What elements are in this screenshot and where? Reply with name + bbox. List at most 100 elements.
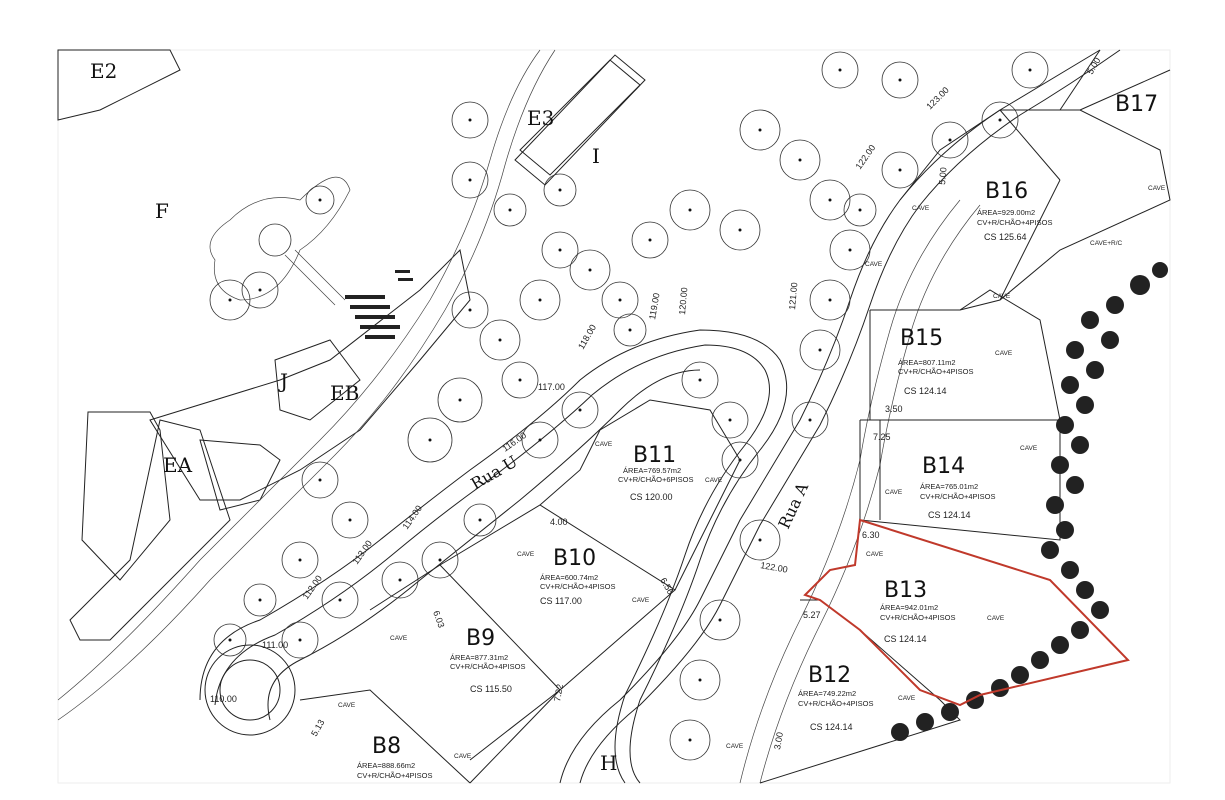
cave-label: CAVE [885,489,903,496]
cave-label: CAVE [517,551,535,558]
lot-b8: B8 ÁREA=888.66m2 CV+R/CHÃO+4PISOS [357,734,432,780]
lot-b11-cs: CS 120.00 [630,492,673,502]
lot-b15-id: B15 [900,326,943,351]
lot-b9-cs: CS 115.50 [470,684,512,694]
lot-b16-cs: CS 125.64 [984,232,1027,242]
dim-630: 6.30 [862,530,880,540]
cave-label: CAVE [338,702,356,709]
lot-b9-id: B9 [466,626,495,651]
lot-b11: B11 ÁREA=769.57m2 CV+R/CHÃO+6PISOS CS 12… [618,443,693,502]
stair-hatch [345,270,413,339]
cave-label: CAVE [987,615,1005,622]
lot-b15: B15 ÁREA=807.11m2 CV+R/CHÃO+4PISOS CS 12… [898,326,973,396]
lot-b13-cs: CS 124.14 [884,634,927,644]
cave-label: CAVE [726,743,744,750]
cave-labels: CAVE CAVE CAVE CAVE CAVE CAVE CAVE CAVE … [338,185,1166,760]
cave-label: CAVE [993,293,1011,300]
cave-label: CAVE [898,695,916,702]
zone-h: H [600,751,617,775]
dim-500a: 5.00 [937,167,948,185]
dim-722: 7.22 [552,683,565,702]
zone-ea: EA [163,453,193,477]
cave-label: CAVE [865,261,883,268]
cave-label: CAVE [1020,445,1038,452]
lot-b8-area: ÁREA=888.66m2 [357,761,415,770]
lot-b14-id: B14 [922,454,965,479]
lot-b9-use: CV+R/CHÃO+4PISOS [450,662,525,671]
cave-label: CAVE [595,441,613,448]
lot-b16-id: B16 [985,179,1028,204]
lot-b10-cs: CS 117.00 [540,596,582,606]
cave-label: CAVE [912,205,930,212]
dim-725: 7.25 [873,432,891,442]
zone-labels: E2 E3 F J EB EA I H [90,59,617,775]
left-parcels [57,49,556,721]
lot-b15-cs: CS 124.14 [904,386,947,396]
lot-b15-area: ÁREA=807.11m2 [898,358,956,367]
lot-b16-area: ÁREA=929.00m2 [977,208,1035,217]
lot-b11-area: ÁREA=769.57m2 [623,466,681,475]
dim-110: 110.00 [210,694,237,704]
lot-b10: B10 ÁREA=600.74m2 CV+R/CHÃO+4PISOS CS 11… [540,546,615,606]
central-trees [213,51,1049,761]
zone-e3: E3 [527,106,554,130]
dim-122b: 122.00 [760,560,789,575]
lot-b12: B12 ÁREA=749.22m2 CV+R/CHÃO+4PISOS CS 12… [798,663,873,732]
cave-label: CAVE [866,551,884,558]
cave-label: CAVE [705,477,723,484]
zone-i: I [592,144,600,168]
lot-b13-id: B13 [884,578,927,603]
lot-b12-use: CV+R/CHÃO+4PISOS [798,699,873,708]
lot-b14-area: ÁREA=765.01m2 [920,482,978,491]
cave-label: CAVE [390,635,408,642]
lot-b9: B9 ÁREA=877.31m2 CV+R/CHÃO+4PISOS CS 115… [450,626,525,694]
dim-111: 111.00 [262,640,288,650]
e3-building [514,54,646,186]
dim-400: 4.00 [550,517,568,527]
lot-b17: B17 [1115,92,1158,117]
lot-b8-id: B8 [372,734,401,759]
lot-b11-use: CV+R/CHÃO+6PISOS [618,475,693,484]
lot-b10-area: ÁREA=600.74m2 [540,573,598,582]
lot-b12-cs: CS 124.14 [810,722,853,732]
zone-e2: E2 [90,59,117,83]
lot-b10-id: B10 [553,546,596,571]
dim-527: 5.27 [803,610,821,620]
dim-121: 121.00 [787,282,799,310]
lot-b14-cs: CS 124.14 [928,510,971,520]
b13-highlight [803,518,1130,707]
dim-119: 119.00 [647,292,662,320]
zone-j: J [278,369,288,393]
lot-b13: B13 ÁREA=942.01m2 CV+R/CHÃO+4PISOS CS 12… [880,578,955,644]
lot-boundaries [299,49,1171,784]
lot-b14-use: CV+R/CHÃO+4PISOS [920,492,995,501]
lot-b8-use: CV+R/CHÃO+4PISOS [357,771,432,780]
dim-120: 120.00 [677,287,689,315]
dim-117: 117.00 [538,382,565,392]
cave-label: CAVE [995,350,1013,357]
east-palm-trees [891,262,1168,741]
lot-b10-use: CV+R/CHÃO+4PISOS [540,582,615,591]
lot-b12-area: ÁREA=749.22m2 [798,689,856,698]
lot-b15-use: CV+R/CHÃO+4PISOS [898,367,973,376]
lot-b16: B16 ÁREA=929.00m2 CV+R/CHÃO+4PISOS CS 12… [977,179,1052,242]
cave-label: CAVE [454,753,472,760]
dim-350: 3.50 [885,404,903,414]
cave-label: CAVE [1148,185,1166,192]
area-f-trees [209,176,351,321]
lot-b11-id: B11 [633,443,676,468]
lot-b17-id: B17 [1115,92,1158,117]
lot-b13-use: CV+R/CHÃO+4PISOS [880,613,955,622]
zone-eb: EB [330,381,359,405]
lot-b16-use: CV+R/CHÃO+4PISOS [977,218,1052,227]
lot-b13-area: ÁREA=942.01m2 [880,603,938,612]
zone-f: F [155,199,169,223]
lot-b12-id: B12 [808,663,851,688]
cave-label: CAVE [632,597,650,604]
cave-rc-label: CAVE+R/C [1090,240,1123,247]
lot-b14: B14 ÁREA=765.01m2 CV+R/CHÃO+4PISOS CS 12… [920,454,995,520]
dim-300: 3.00 [772,731,785,750]
roads [199,49,1121,784]
lot-b9-area: ÁREA=877.31m2 [450,653,508,662]
